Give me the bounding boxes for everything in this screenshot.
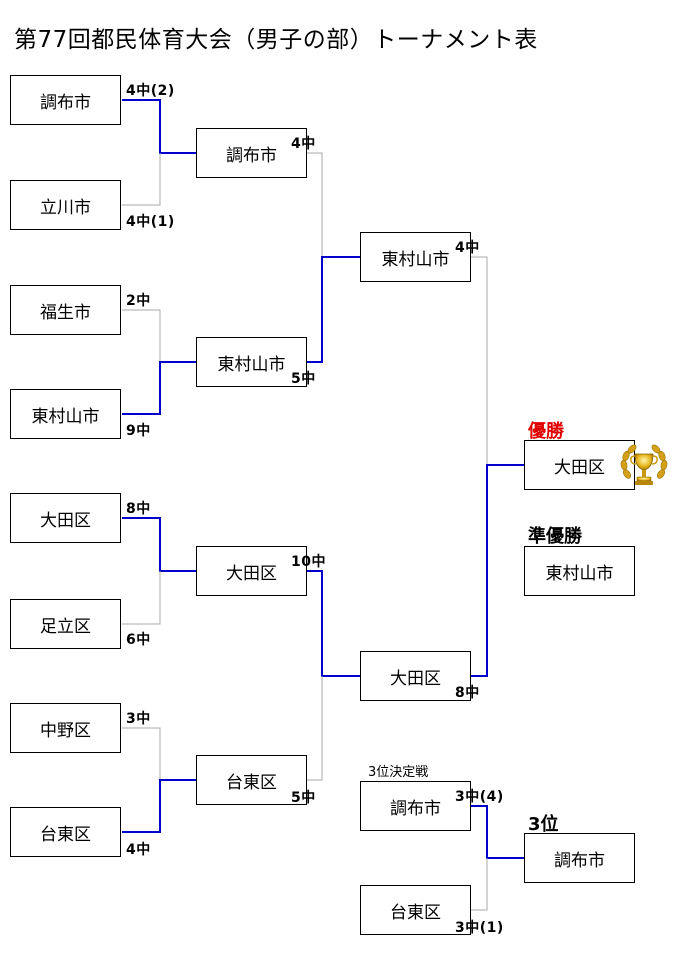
trophy-icon xyxy=(620,444,668,485)
bracket-line-final-top xyxy=(451,256,488,465)
bracket-line-r1m2-bottom xyxy=(122,361,196,415)
team-box-r2m1-top: 調布市 xyxy=(196,128,307,178)
team-box-r1m2-bottom: 東村山市 xyxy=(10,389,121,439)
score-r1m4-bottom: 4中 xyxy=(126,842,151,858)
score-r1m1-bottom: 4中(1) xyxy=(126,214,175,230)
third-place-team-box: 調布市 xyxy=(524,833,635,883)
score-final-bottom: 8中 xyxy=(455,685,480,701)
score-r2m2-top: 10中 xyxy=(291,554,326,570)
score-r2m1-bottom: 5中 xyxy=(291,371,316,387)
champion-label: 優勝 xyxy=(528,421,564,442)
score-r1m1-top: 4中(2) xyxy=(126,83,175,99)
bracket-line-r1m3-top xyxy=(122,517,196,572)
bracket-line-r1m2-top xyxy=(122,309,161,362)
bracket-line-r1m3-bottom xyxy=(122,571,161,625)
third-place-match-label: 3位決定戦 xyxy=(368,765,429,780)
bracket-line-r1m1-top xyxy=(122,99,196,154)
score-r2m2-bottom: 5中 xyxy=(291,790,316,806)
score-r1m2-bottom: 9中 xyxy=(126,423,151,439)
team-box-r2m2-top: 大田区 xyxy=(196,546,307,596)
score-third-top: 3中(4) xyxy=(455,789,504,805)
runner-up-label: 準優勝 xyxy=(528,526,582,547)
page-title: 第77回都民体育大会（男子の部）トーナメント表 xyxy=(14,27,538,53)
bracket-line-r1m4-bottom xyxy=(122,779,196,833)
team-box-r1m3-top: 大田区 xyxy=(10,493,121,543)
team-box-r1m4-bottom: 台東区 xyxy=(10,807,121,857)
team-box-final-top: 東村山市 xyxy=(360,232,471,282)
score-r1m3-bottom: 6中 xyxy=(126,632,151,648)
score-third-bottom: 3中(1) xyxy=(455,920,504,936)
team-box-r1m1-bottom: 立川市 xyxy=(10,180,121,230)
team-box-third-bottom: 台東区 xyxy=(360,885,471,935)
team-box-r1m3-bottom: 足立区 xyxy=(10,599,121,649)
champion-team-box: 大田区 xyxy=(524,440,635,490)
team-box-r2m2-bottom: 台東区 xyxy=(196,755,307,805)
third-place-label: 3位 xyxy=(528,814,559,835)
score-r1m4-top: 3中 xyxy=(126,711,151,727)
score-r1m2-top: 2中 xyxy=(126,293,151,309)
team-box-final-bottom: 大田区 xyxy=(360,651,471,701)
team-box-r1m2-top: 福生市 xyxy=(10,285,121,335)
score-r1m3-top: 8中 xyxy=(126,501,151,517)
team-box-r1m1-top: 調布市 xyxy=(10,75,121,125)
runner-up-team-box: 東村山市 xyxy=(524,546,635,596)
team-box-third-top: 調布市 xyxy=(360,781,471,831)
score-final-top: 4中 xyxy=(455,240,480,256)
bracket-line-r1m4-top xyxy=(122,727,161,780)
score-r2m1-top: 4中 xyxy=(291,136,316,152)
team-box-r2m1-bottom: 東村山市 xyxy=(196,337,307,387)
bracket-line-final-bottom xyxy=(451,464,524,677)
bracket-line-r1m1-bottom xyxy=(122,153,161,206)
team-box-r1m4-top: 中野区 xyxy=(10,703,121,753)
